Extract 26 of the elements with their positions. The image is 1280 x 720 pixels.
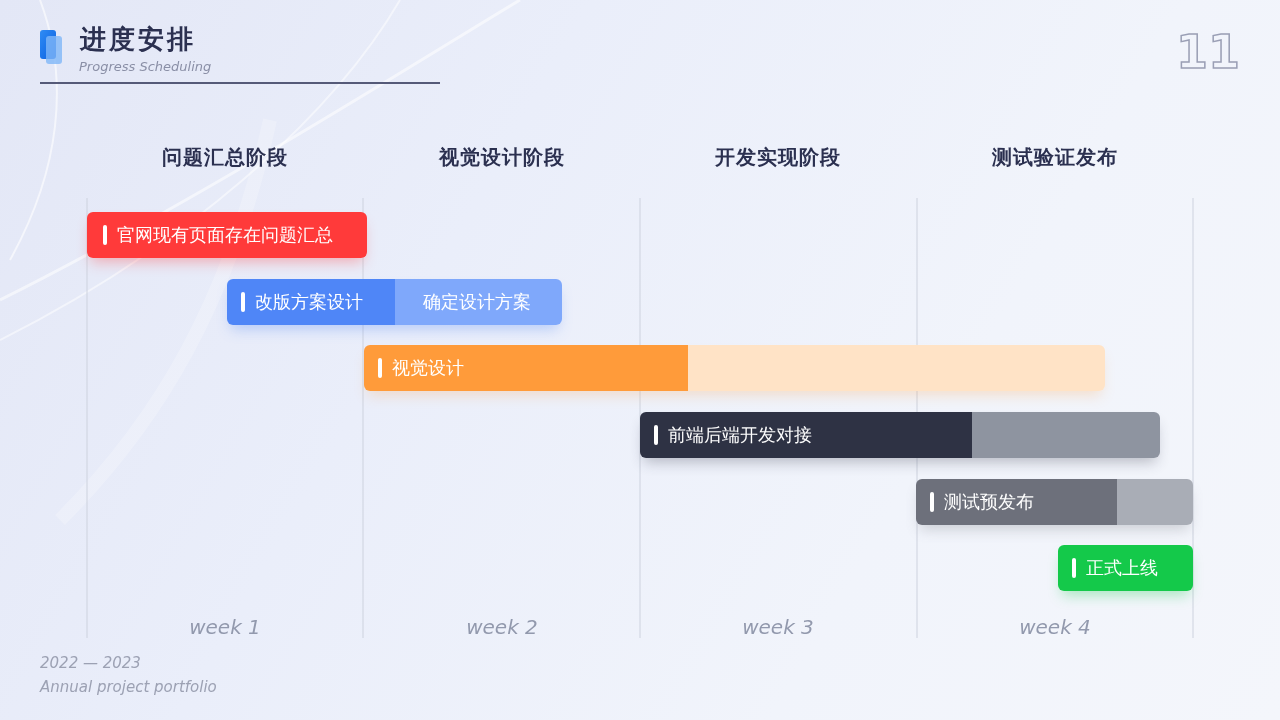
week-label: week 3 [741,615,815,639]
task-bar [87,212,367,258]
page-title: 进度安排 [80,23,196,56]
phase-heading: 问题汇总阶段 [161,144,289,171]
year-range: 2022 — 2023 [40,654,141,672]
task-label: 前端后端开发对接 [668,423,812,447]
task-bar [364,345,1105,391]
task-label: 测试预发布 [944,490,1034,514]
phase-heading: 视觉设计阶段 [437,144,566,171]
task-bar [227,279,562,325]
week-label: week 2 [465,615,539,639]
subtitle: Progress Scheduling [79,59,212,74]
task-label: 官网现有页面存在问题汇总 [117,223,333,247]
page-number: 11 [1175,24,1240,80]
phase-heading: 开发实现阶段 [714,144,842,171]
phase-heading: 测试验证发布 [991,144,1119,171]
task-label: 改版方案设计 [255,290,363,314]
task-label: 视觉设计 [392,356,464,380]
task-bar [916,479,1193,525]
task-bar [1058,545,1193,591]
week-label: week 1 [188,615,262,639]
task-label: 确定设计方案 [423,290,531,314]
footer-note: Annual project portfolio [40,678,217,696]
week-label: week 4 [1018,615,1092,639]
task-label: 正式上线 [1086,556,1158,580]
task-bar [640,412,1160,458]
